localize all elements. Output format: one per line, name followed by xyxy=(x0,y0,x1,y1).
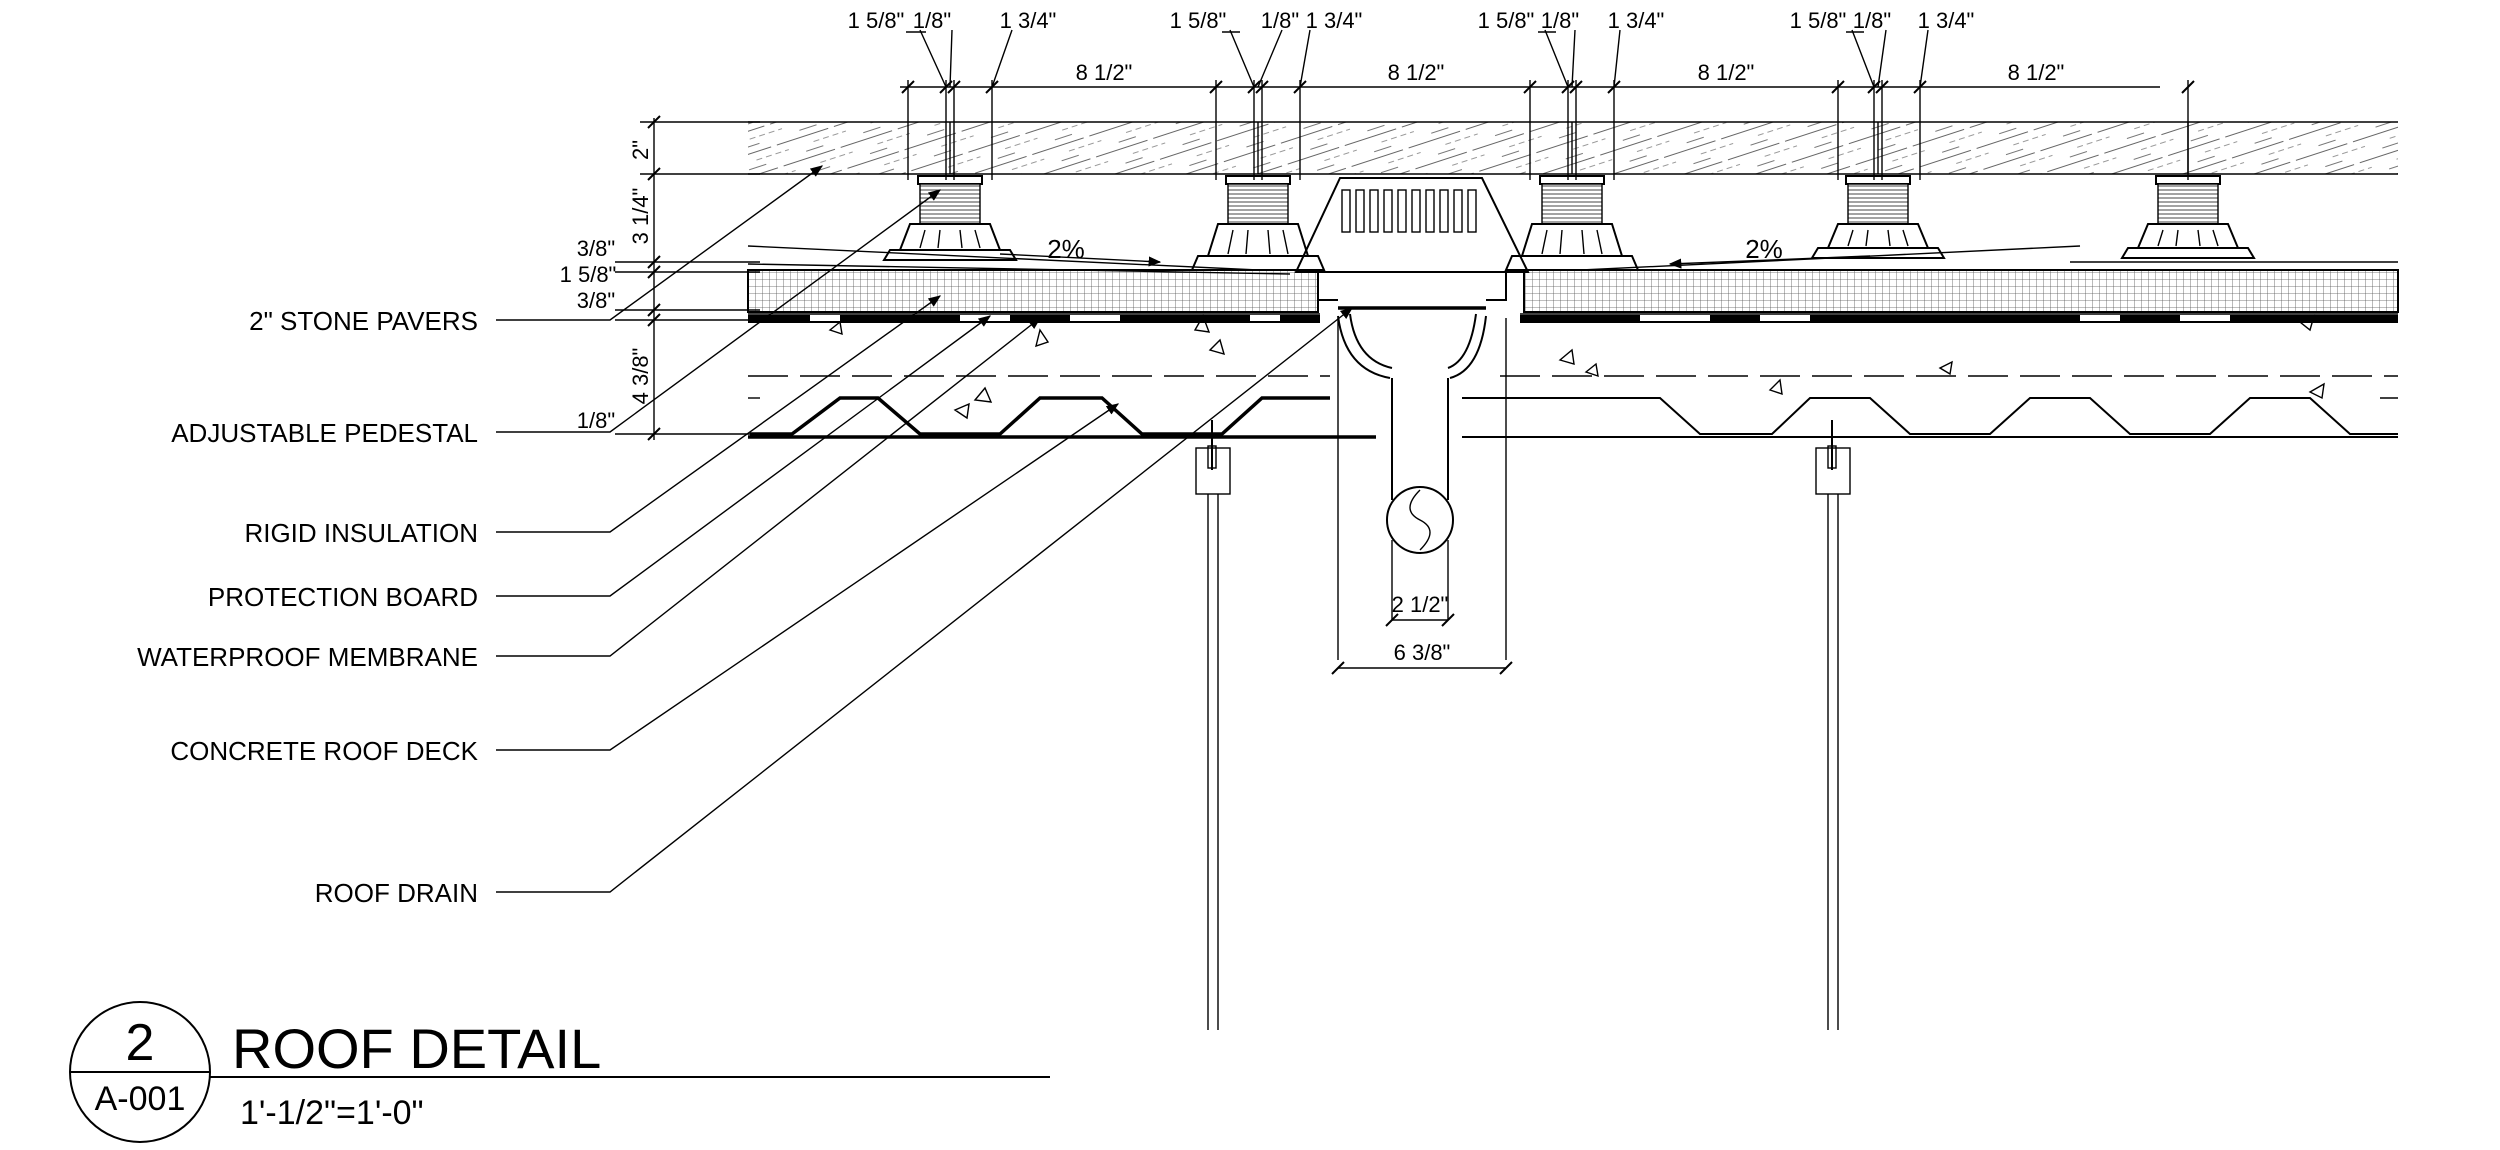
slope-label-left: 2% xyxy=(1047,234,1085,264)
dim-2-a: 1 5/8" xyxy=(1170,8,1227,33)
dim-3-a: 1 5/8" xyxy=(1478,8,1535,33)
dim-group-4: 1 5/8" 1/8" 1 3/4" xyxy=(1790,8,1975,33)
dim-3-c: 1 3/4" xyxy=(1608,8,1665,33)
dim-1-5-8: 1 5/8" xyxy=(560,262,617,287)
pedestal-3 xyxy=(1504,175,1640,271)
concrete-roof-deck xyxy=(748,314,2398,439)
stone-pavers-layer xyxy=(748,121,2398,175)
roof-drain xyxy=(1294,177,1530,660)
label-concrete-roof-deck: CONCRETE ROOF DECK xyxy=(170,736,478,766)
drain-grate-slots xyxy=(1341,189,1477,233)
waterproof-membrane xyxy=(748,313,2398,323)
vertical-dimension-string: 2" 3 1/4" 4 3/8" 3/8" 1 5/8" 3/8" 1/8" xyxy=(560,115,760,441)
leader-lines xyxy=(496,165,1353,893)
drain-dimensions: 2 1/2" 6 3/8" xyxy=(1331,592,1513,675)
label-rigid-insulation: RIGID INSULATION xyxy=(244,518,478,548)
spacing-dim-2: 8 1/2" xyxy=(1388,60,1445,85)
dim-1-c: 1 3/4" xyxy=(1000,8,1057,33)
spacing-dim-3: 8 1/2" xyxy=(1698,60,1755,85)
dim-1-8: 1/8" xyxy=(577,408,615,433)
pedestal-2 xyxy=(1190,175,1326,271)
dim-1-a: 1 5/8" xyxy=(848,8,905,33)
slope-label-right: 2% xyxy=(1745,234,1783,264)
adjustable-pedestals xyxy=(882,175,2256,271)
dim-group-3: 1 5/8" 1/8" 1 3/4" xyxy=(1478,8,1665,33)
dim-1-b: 1/8" xyxy=(913,8,951,33)
pedestal-5 xyxy=(2120,175,2256,259)
dim-group-2: 1 5/8" 1/8" 1 3/4" xyxy=(1170,8,1363,33)
detail-title-block: 2 A-001 ROOF DETAIL 1'-1/2"=1'-0" xyxy=(69,1001,1050,1143)
dim-4-a: 1 5/8" xyxy=(1790,8,1847,33)
detail-number: 2 xyxy=(126,1014,155,1072)
dim-pavers-thickness: 2" xyxy=(628,140,653,160)
pedestal-4 xyxy=(1810,175,1946,259)
label-adjustable-pedestal: ADJUSTABLE PEDESTAL xyxy=(171,418,478,448)
sheet-number: A-001 xyxy=(95,1080,186,1118)
dim-4-c: 1 3/4" xyxy=(1918,8,1975,33)
dim-overall-depth: 4 3/8" xyxy=(628,348,653,405)
pedestal-1 xyxy=(882,175,1018,261)
dim-4-b: 1/8" xyxy=(1853,8,1891,33)
label-waterproof-membrane: WATERPROOF MEMBRANE xyxy=(137,642,478,672)
detail-scale: 1'-1/2"=1'-0" xyxy=(240,1094,424,1132)
dim-drain-body: 6 3/8" xyxy=(1394,640,1451,665)
callout-labels: 2" STONE PAVERS ADJUSTABLE PEDESTAL RIGI… xyxy=(137,306,479,908)
label-stone-pavers: 2" STONE PAVERS xyxy=(249,306,478,336)
detail-title: ROOF DETAIL xyxy=(232,1017,601,1080)
dim-3-8-a: 3/8" xyxy=(577,236,615,261)
deck-anchors xyxy=(1195,420,1851,1030)
rigid-insulation-layer xyxy=(747,263,2399,313)
dim-group-1: 1 5/8" 1/8" 1 3/4" xyxy=(848,8,1057,33)
dim-3-8-b: 3/8" xyxy=(577,288,615,313)
spacing-dim-1: 8 1/2" xyxy=(1076,60,1133,85)
dim-2-c: 1 3/4" xyxy=(1306,8,1363,33)
dim-drain-pipe: 2 1/2" xyxy=(1392,592,1449,617)
slope-arrows: 2% 2% xyxy=(999,234,1871,269)
dim-3-b: 1/8" xyxy=(1541,8,1579,33)
top-dimension-string: 1 5/8" 1/8" 1 3/4" 1 5/8" 1/8" 1 3/4" 1 … xyxy=(848,8,2195,180)
spacing-dim-4: 8 1/2" xyxy=(2008,60,2065,85)
dim-pedestal-height: 3 1/4" xyxy=(628,188,653,245)
dim-2-b: 1/8" xyxy=(1261,8,1299,33)
label-protection-board: PROTECTION BOARD xyxy=(208,582,478,612)
label-roof-drain: ROOF DRAIN xyxy=(315,878,478,908)
